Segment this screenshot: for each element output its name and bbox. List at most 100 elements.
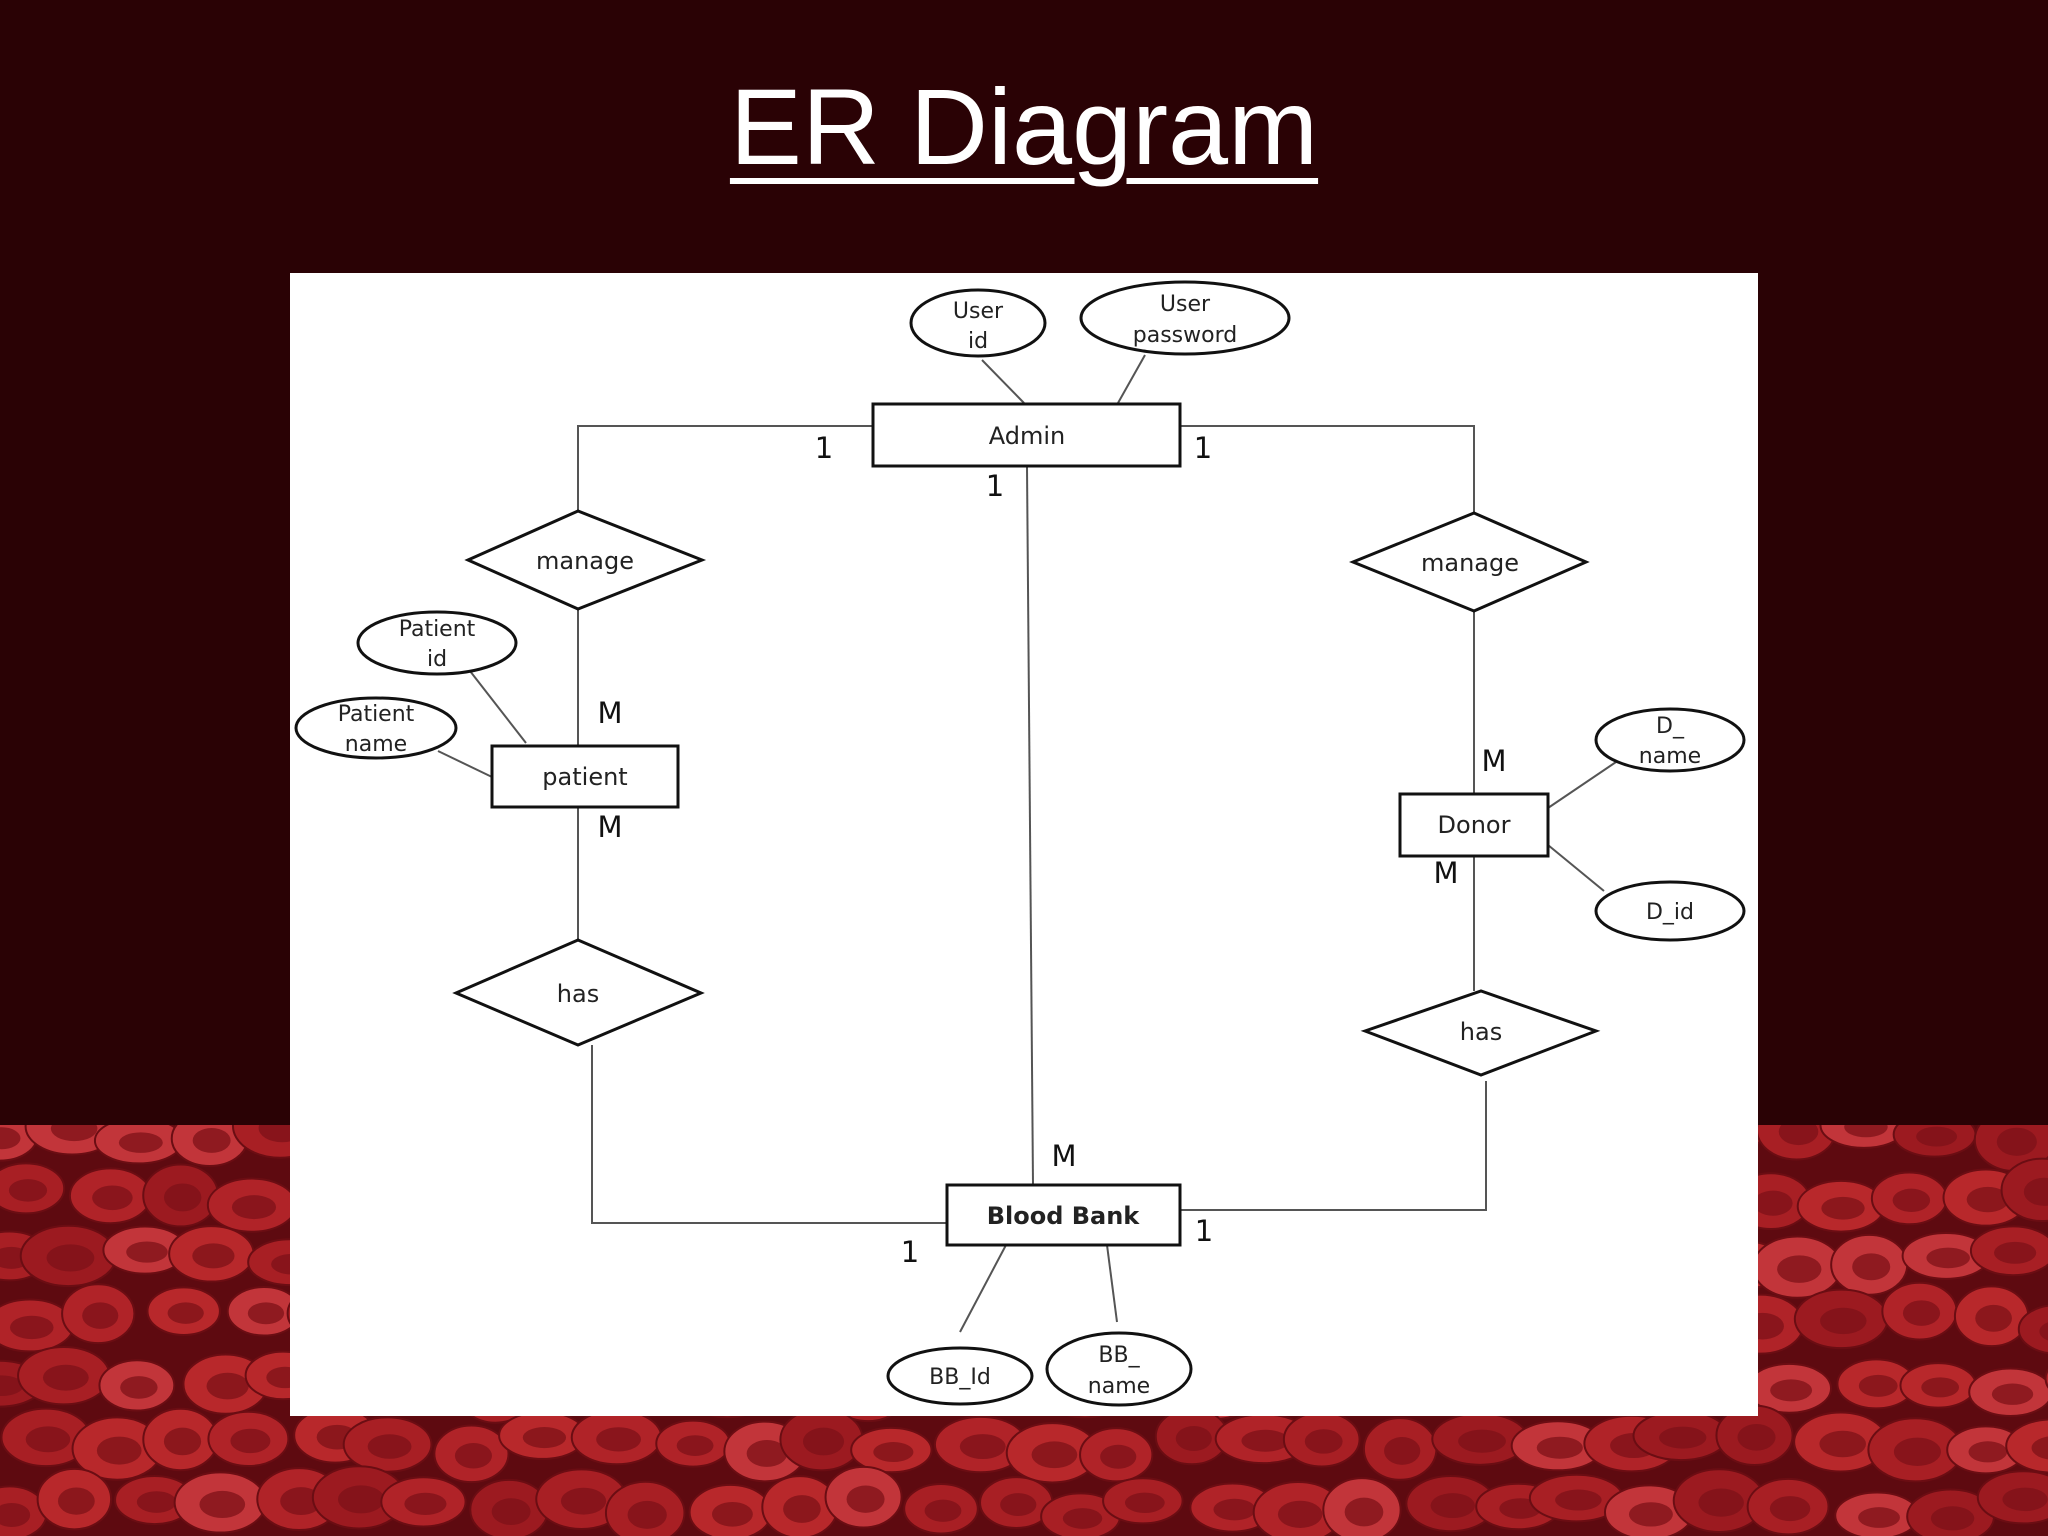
relationship-manage-patient-label: manage [536,547,634,575]
blood-cell [114,1474,196,1526]
blood-cell [2044,1368,2048,1389]
attribute-patient-id-line1: Patient [399,617,476,642]
attribute-user-id-line2: id [968,329,988,354]
attribute-patient-name-line2: name [345,732,407,757]
attribute-user-password: User password [1079,280,1291,356]
entity-blood-bank: Blood Bank [945,1183,1182,1247]
blood-cell [535,1468,628,1530]
blood-cell [1796,1179,1886,1233]
blood-cell [779,1407,864,1472]
line-userpassword-admin [1117,354,1146,404]
blood-cell [1322,1477,1402,1536]
blood-cell [688,1483,773,1536]
blood-cell [1976,1470,2048,1525]
blood-cell [1899,1362,1977,1409]
blood-cell [1282,1411,1361,1468]
cardinality-admin-right: 1 [1194,431,1212,465]
blood-cell [342,1416,433,1473]
blood-cell [1793,1288,1889,1350]
blood-cell [61,1283,136,1345]
blood-cell [1528,1473,1624,1523]
cardinality-bloodbank-right: 1 [1195,1214,1213,1248]
entity-admin: Admin [871,402,1182,468]
blood-cell [1102,1477,1184,1525]
blood-cell [206,1177,298,1233]
blood-cell [68,1167,152,1225]
blood-cell [1632,1410,1729,1462]
blood-cell [1830,1233,1909,1296]
blood-cell [824,1465,903,1529]
blood-cell [173,1471,267,1534]
blood-cell [1362,1417,1438,1481]
entity-donor: Donor [1398,792,1550,858]
er-diagram: Admin patient Donor Blood Bank manage ma… [294,280,1746,1407]
attribute-user-id: User id [909,288,1047,358]
blood-cell [0,1407,92,1468]
line-did-donor [1547,844,1605,892]
blood-cell [71,1416,163,1481]
line-admin-manage-right [1180,425,1475,513]
entity-admin-label: Admin [989,422,1066,450]
blood-cell [226,1286,302,1337]
blood-cell [1892,1125,1977,1158]
cardinality-patient-top: M [597,696,622,730]
line-userid-admin [981,359,1025,404]
attribute-bb-id-label: BB_Id [929,1365,991,1390]
line-admin-bloodbank [1026,466,1034,1186]
blood-cell [36,1467,113,1531]
entity-donor-label: Donor [1438,811,1511,839]
blood-cell [1405,1474,1497,1533]
blood-cell [19,1224,118,1288]
entity-blood-bank-label: Blood Bank [987,1202,1141,1230]
blood-cell [1751,1235,1843,1299]
attribute-bb-name-line2: name [1088,1374,1150,1399]
relationship-has-patient: has [452,938,705,1047]
attribute-d-name: D_ name [1594,707,1746,773]
cardinality-bloodbank-left: 1 [901,1235,919,1269]
blood-cell [469,1478,549,1536]
attribute-bb-name-line1: BB_ [1098,1343,1140,1368]
slide-title-text: ER Diagram [729,66,1319,187]
blood-cell [1746,1477,1830,1536]
blood-cell [979,1476,1054,1529]
blood-cell [1672,1468,1766,1533]
blood-cell [1252,1481,1344,1536]
blood-cell [1881,1281,1958,1341]
blood-cell [1431,1412,1529,1466]
attribute-user-id-line1: User [953,299,1004,324]
blood-cell [1968,1367,2048,1417]
blood-cell [1079,1427,1154,1483]
cardinality-admin-bottom: 1 [986,469,1004,503]
blood-cell [2017,1304,2048,1354]
blood-cell [0,1162,66,1215]
blood-cell [850,1426,933,1474]
relationship-manage-patient: manage [464,509,707,611]
blood-cell [1746,1362,1833,1414]
attribute-d-name-line1: D_ [1656,714,1685,739]
line-has-bloodbank-left [591,1045,947,1224]
attribute-d-id: D_id [1594,880,1746,942]
blood-cell [570,1409,663,1466]
blood-cell [604,1480,686,1536]
blood-cell [1715,1404,1794,1467]
relationship-manage-donor: manage [1349,511,1590,613]
blood-cell [207,1410,290,1468]
blood-cell [168,1225,255,1283]
cardinality-donor-bottom: M [1433,856,1458,890]
blood-cell [1870,1171,1948,1226]
attribute-bb-id: BB_Id [886,1346,1034,1406]
blood-cell [2000,1157,2048,1223]
cardinality-bloodbank-top: M [1051,1139,1076,1173]
line-bbid-bloodbank [959,1244,1007,1333]
line-admin-manage-left [577,425,873,511]
blood-cell [380,1476,467,1528]
entity-patient: patient [490,744,680,809]
attribute-d-name-line2: name [1639,744,1701,769]
relationship-has-donor-label: has [1460,1018,1502,1046]
relationship-has-patient-label: has [557,980,599,1008]
blood-cell [1901,1231,1991,1280]
blood-cell [655,1419,731,1468]
blood-cell [1603,1484,1694,1536]
cardinality-labels: 1 1 1 M M M M M 1 1 [597,431,1506,1269]
blood-cell [498,1411,587,1460]
